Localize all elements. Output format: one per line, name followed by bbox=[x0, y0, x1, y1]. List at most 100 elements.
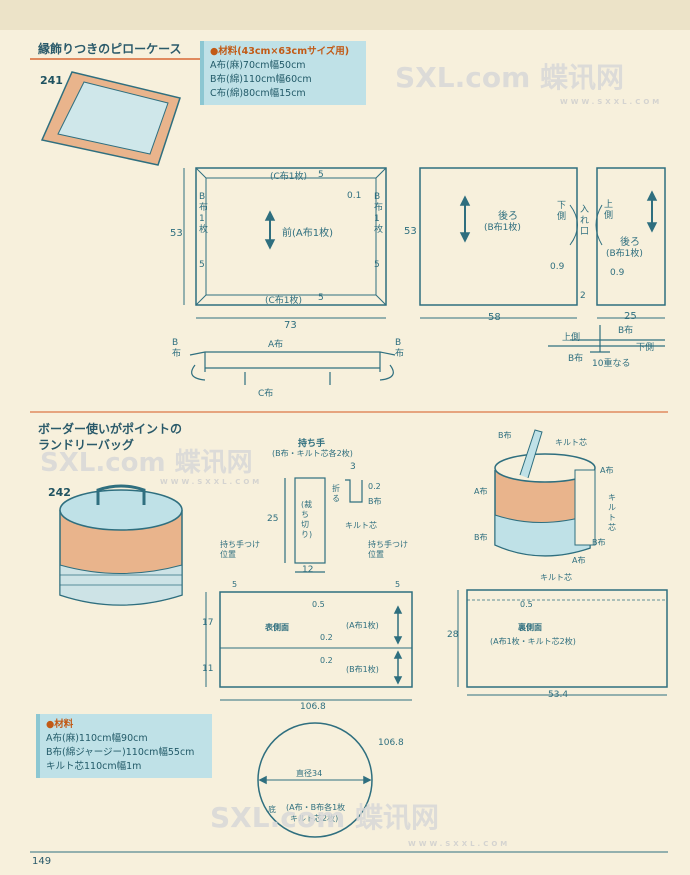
exp-b: B布 bbox=[498, 431, 512, 440]
overlap-upper: 上側 bbox=[562, 333, 581, 343]
item-242-title-line2: ランドリーバッグ bbox=[38, 438, 134, 452]
fold-label: 折る bbox=[332, 484, 340, 503]
watermark-brand-mid: SXL.com 蝶讯网 bbox=[40, 448, 253, 478]
item-241-materials: ●材料(43cm×63cmサイズ用) A布(麻)70cm幅50cm B布(綿)1… bbox=[200, 41, 366, 105]
inner-label: 裏側面 bbox=[518, 623, 542, 632]
back-large-pattern bbox=[419, 167, 578, 319]
fold-seam: 0.2 bbox=[368, 482, 381, 491]
exp-b-right: B布 bbox=[592, 538, 606, 547]
back-small-pattern bbox=[595, 167, 666, 319]
material-242-quilt: キルト芯110cm幅1m bbox=[46, 761, 142, 772]
bottom-fabrics: (A布・B布各1枚 bbox=[286, 803, 346, 812]
front-corner-bottom: 5 bbox=[318, 293, 324, 303]
material-242-b: B布(綿ジャージー)110cm幅55cm bbox=[46, 747, 195, 758]
back-large-opening: 入れ口 bbox=[580, 205, 590, 237]
outer-seam-02a: 0.2 bbox=[320, 633, 333, 642]
outer-label: 表側面 bbox=[265, 623, 289, 632]
exp-quilt-bottom: キルト芯 bbox=[540, 573, 572, 582]
back-large-fold: 2 bbox=[580, 291, 586, 301]
handle-cut: (裁ち切り) bbox=[301, 500, 313, 539]
back-small-seam: 0.9 bbox=[610, 268, 625, 278]
back-large-label: 後ろ bbox=[498, 211, 518, 222]
front-label: 前(A布1枚) bbox=[282, 228, 334, 239]
outer-b-label: (B布1枚) bbox=[346, 665, 379, 674]
materials-header: ●材料(43cm×63cmサイズ用) bbox=[210, 46, 350, 57]
bottom-circle-pattern bbox=[257, 722, 373, 838]
materials-header-242: ●材料 bbox=[46, 719, 74, 730]
outer-dim-top: 17 bbox=[202, 618, 214, 628]
material-c: C布(綿)80cm幅15cm bbox=[210, 88, 306, 99]
overlap-b1: B布 bbox=[618, 326, 634, 336]
fold-quilt: キルト芯 bbox=[345, 521, 377, 530]
bottom-base: 底 bbox=[268, 805, 276, 814]
section-b-left: B布 bbox=[172, 338, 182, 359]
section-a: A布 bbox=[268, 340, 284, 350]
outer-dim-bottom: 11 bbox=[202, 664, 214, 674]
outer-seam-02b: 0.2 bbox=[320, 656, 333, 665]
front-corner-right: 5 bbox=[374, 260, 380, 270]
watermark-url-bottom: WWW.SXXL.COM bbox=[408, 840, 511, 848]
front-pattern bbox=[183, 167, 387, 319]
bottom-diameter: 直径34 bbox=[296, 769, 323, 778]
exp-a-right: A布 bbox=[600, 466, 614, 475]
back-small-sub: (B布1枚) bbox=[606, 249, 643, 259]
watermark-brand-bottom: SXL.com 蝶讯网 bbox=[210, 801, 439, 834]
back-small-side: 上側 bbox=[604, 200, 614, 221]
front-bottom-label: (C布1枚) bbox=[265, 296, 303, 306]
bag-illustration bbox=[59, 484, 183, 606]
exp-quilt-right: キルト芯 bbox=[608, 493, 616, 532]
inner-side-pattern bbox=[457, 589, 668, 696]
material-b: B布(綿)110cm幅60cm bbox=[210, 74, 312, 85]
page-header-band bbox=[0, 0, 690, 30]
front-seam: 0.1 bbox=[347, 191, 362, 201]
item-241-title: 縁飾りつきのピローケース bbox=[38, 42, 182, 56]
bottom-quilt: キルト芯2枚) bbox=[290, 814, 339, 823]
item-242-title-line1: ボーダー使いがポイントの bbox=[38, 422, 183, 436]
inner-sub: (A布1枚・キルト芯2枚) bbox=[490, 637, 576, 646]
outer-corner-left: 5 bbox=[232, 580, 238, 589]
handle-position-right: 持ち手つけ位置 bbox=[368, 540, 408, 559]
outer-seam-05: 0.5 bbox=[312, 600, 325, 609]
watermark-url: WWW.SXXL.COM bbox=[560, 98, 663, 106]
page-number: 149 bbox=[32, 856, 52, 867]
section-c: C布 bbox=[258, 389, 274, 399]
handle-pattern bbox=[284, 477, 363, 573]
front-right-label: B布1枚 bbox=[374, 192, 384, 235]
outer-a-label: (A布1枚) bbox=[346, 621, 379, 630]
front-corner-top: 5 bbox=[318, 170, 324, 180]
section-diagram bbox=[189, 351, 396, 385]
material-242-a: A布(麻)110cm幅90cm bbox=[46, 733, 148, 744]
handle-sub: (B布・キルト芯各2枚) bbox=[272, 449, 353, 458]
back-small-label: 後ろ bbox=[620, 237, 640, 248]
title-underline bbox=[30, 58, 200, 60]
front-dim-height: 53 bbox=[170, 228, 183, 239]
back-dim-height: 53 bbox=[404, 226, 417, 237]
pillow-illustration bbox=[40, 71, 181, 166]
exp-b-left: B布 bbox=[474, 533, 488, 542]
fold-b: B布 bbox=[368, 497, 382, 506]
handle-dim-w: 12 bbox=[302, 565, 314, 575]
front-top-label: (C布1枚) bbox=[270, 172, 308, 182]
inner-dim-width: 53.4 bbox=[548, 690, 569, 700]
watermark-brand: SXL.com 蝶讯网 bbox=[395, 61, 624, 94]
back-large-sub: (B布1枚) bbox=[484, 223, 521, 233]
back-large-seam: 0.9 bbox=[550, 262, 565, 272]
section-b-right: B布 bbox=[395, 338, 405, 359]
front-dim-width: 73 bbox=[284, 320, 297, 331]
overlap-note: 10重なる bbox=[592, 359, 631, 369]
outer-dim-width: 106.8 bbox=[300, 702, 326, 712]
inner-seam: 0.5 bbox=[520, 600, 533, 609]
item-242-materials: ●材料 A布(麻)110cm幅90cm B布(綿ジャージー)110cm幅55cm… bbox=[36, 714, 212, 778]
bottom-circumference: 106.8 bbox=[378, 738, 404, 748]
exp-quilt-top: キルト芯 bbox=[555, 438, 587, 447]
back-dim-width: 58 bbox=[488, 312, 501, 323]
handle-position-left: 持ち手つけ位置 bbox=[220, 540, 260, 559]
material-a: A布(麻)70cm幅50cm bbox=[210, 60, 306, 71]
item-241-number: 241 bbox=[40, 74, 63, 87]
overlap-lower: 下側 bbox=[636, 343, 655, 353]
overlap-b2: B布 bbox=[568, 354, 584, 364]
outer-side-pattern bbox=[205, 591, 413, 701]
front-left-label: B布1枚 bbox=[199, 192, 209, 235]
outer-corner-right: 5 bbox=[395, 580, 401, 589]
